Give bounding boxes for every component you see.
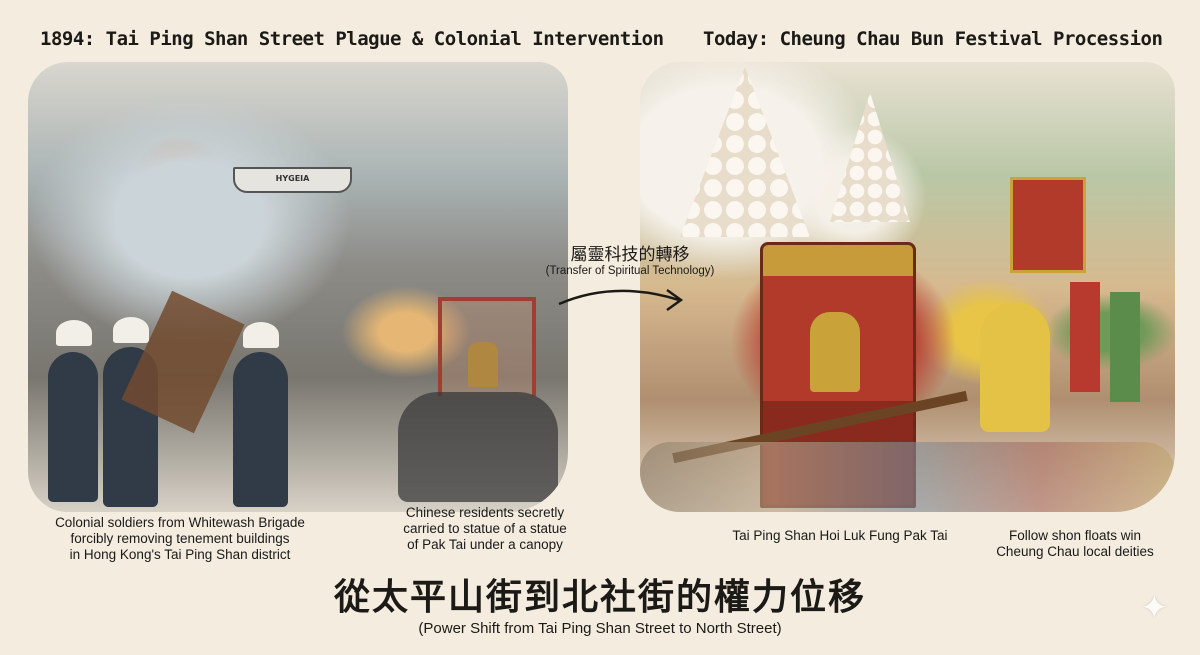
caption-line: Follow shon floats win (1008, 528, 1142, 543)
caption-line: of Pak Tai under a canopy (407, 537, 563, 552)
caption-follow-floats: Follow shon floats win Cheung Chau local… (975, 528, 1175, 560)
pith-helmet (243, 322, 279, 348)
main-title-en: (Power Shift from Tai Ping Shan Street t… (418, 620, 782, 637)
caption-line: Cheung Chau local deities (996, 544, 1154, 559)
right-panel-title: Today: Cheung Chau Bun Festival Processi… (703, 28, 1163, 50)
soldier-figure (48, 352, 98, 502)
caption-line: Chinese residents secretly (405, 505, 565, 520)
soldier-figure (233, 352, 288, 507)
float (1010, 177, 1086, 273)
curved-arrow-right-icon (558, 288, 684, 312)
caption-colonial-soldiers: Colonial soldiers from Whitewash Brigade… (40, 515, 320, 563)
left-panel-title: 1894: Tai Ping Shan Street Plague & Colo… (40, 28, 664, 50)
transition-label-zh: 屬靈科技的轉移 (570, 245, 690, 265)
caption-line: Colonial soldiers from Whitewash Brigade (55, 515, 305, 530)
pak-tai-statue (468, 342, 498, 387)
sparkle-icon: ✦ (1140, 588, 1169, 628)
pith-helmet (56, 320, 92, 346)
caption-line: Tai Ping Shan Hoi Luk Fung Pak Tai (732, 528, 948, 543)
caption-line: in Hong Kong's Tai Ping Shan district (69, 547, 291, 562)
stilt-walker (1110, 292, 1140, 402)
caption-chinese-residents: Chinese residents secretly carried to st… (385, 505, 585, 553)
bun-tower (830, 92, 910, 222)
lion-dance (980, 302, 1050, 432)
pith-helmet (113, 317, 149, 343)
caption-line: carried to statue of a statue (403, 521, 567, 536)
caption-pak-tai: Tai Ping Shan Hoi Luk Fung Pak Tai (700, 528, 980, 544)
hygeia-ship: HYGEIA (233, 167, 352, 193)
caption-line: forcibly removing tenement buildings (70, 531, 290, 546)
main-title-zh: 從太平山街到北社街的權力位移 (333, 576, 866, 618)
bun-tower (680, 67, 810, 237)
festival-illustration (640, 62, 1175, 512)
pak-tai-statue (810, 312, 860, 392)
crowd (640, 442, 1175, 512)
plague-illustration: HYGEIA (28, 62, 568, 512)
stilt-walker (1070, 282, 1100, 392)
transition-label-en: (Transfer of Spiritual Technology) (545, 265, 715, 277)
residents-group (398, 392, 558, 502)
